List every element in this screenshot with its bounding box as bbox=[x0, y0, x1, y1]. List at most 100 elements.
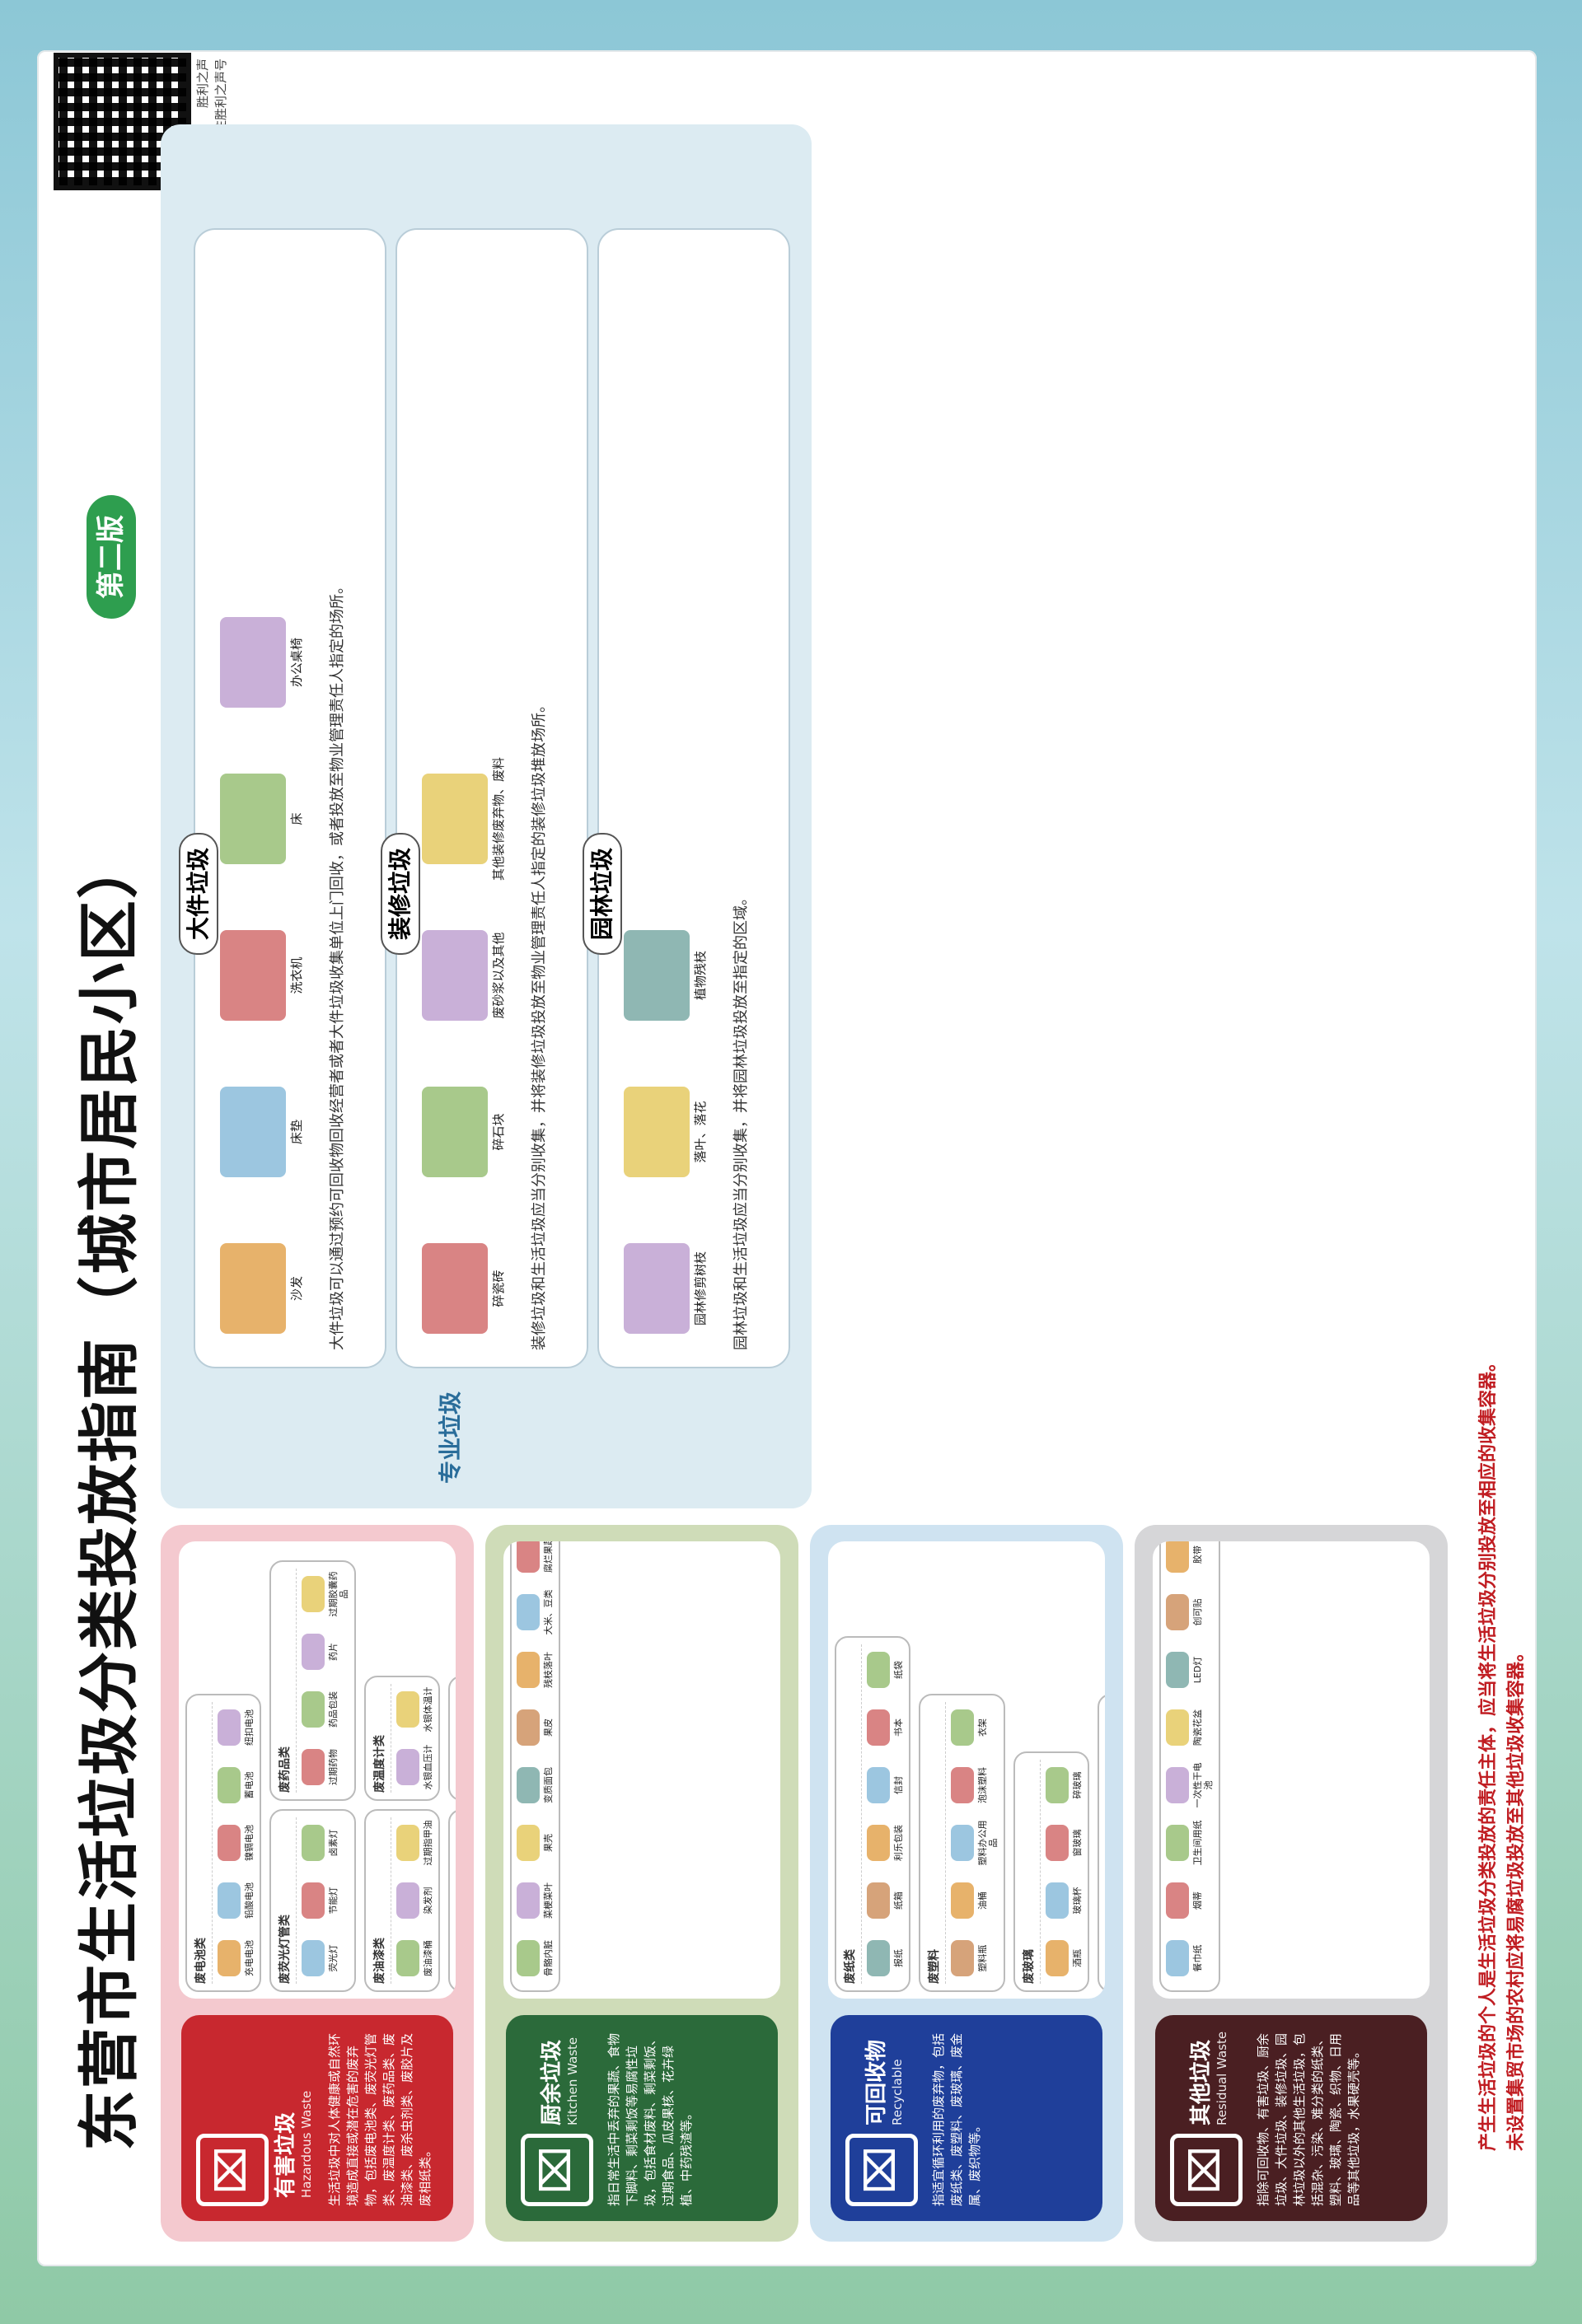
waste-item: 过期指甲油 bbox=[396, 1817, 433, 1868]
waste-item: 菜梗菜叶 bbox=[517, 1875, 554, 1926]
bin-symbol-icon: ⌧ bbox=[1170, 2134, 1243, 2206]
waste-item: 荧光灯 bbox=[302, 1933, 339, 1984]
category-description: 生活垃圾中对人体健康或自然环境造成直接或潜在危害的废弃物，包括废电池类、废荧光灯… bbox=[327, 2032, 433, 2206]
waste-item-image bbox=[951, 1709, 974, 1746]
item-group-title: 废金属 bbox=[1104, 1702, 1105, 1984]
waste-item-label: 纽扣电池 bbox=[244, 1709, 255, 1746]
item-group-title: 废油漆类 bbox=[371, 1817, 391, 1984]
waste-item: LED灯 bbox=[1166, 1644, 1214, 1695]
waste-item: 餐巾纸 bbox=[1166, 1933, 1214, 1984]
special-item-label: 洗衣机 bbox=[289, 956, 304, 994]
waste-item-label: 油桶 bbox=[977, 1891, 988, 1910]
waste-item: 骨骼内脏 bbox=[517, 1933, 554, 1984]
special-item-image bbox=[422, 930, 488, 1021]
waste-item-label: 泡沫塑料 bbox=[977, 1767, 988, 1803]
waste-item-image bbox=[1166, 1767, 1189, 1803]
category-description: 指适宜循环利用的废弃物，包括废纸类、废塑料、废玻璃、废金属、废织物等。 bbox=[931, 2032, 982, 2206]
waste-item: 药品包装 bbox=[302, 1684, 349, 1735]
waste-item-label: 荧光灯 bbox=[328, 1944, 339, 1972]
waste-item: 陶瓷花盆 bbox=[1166, 1702, 1214, 1753]
waste-item-label: 报纸 bbox=[893, 1949, 904, 1967]
waste-item-image bbox=[517, 1541, 540, 1573]
category-items: 废电池类充电电池铅酸电池镍镉电池蓄电池纽扣电池废荧光灯管类荧光灯节能灯卤素灯废药… bbox=[179, 1541, 456, 1999]
special-card-description: 大件垃圾可以通过预约可回收物回收经营者或者大件垃圾收集单位上门回收，或者投放至物… bbox=[329, 579, 346, 1350]
waste-item-label: 腐烂果蔬 bbox=[543, 1541, 554, 1573]
special-item: 床 bbox=[220, 757, 304, 881]
special-item: 落叶、落花 bbox=[624, 1070, 708, 1194]
bin-symbol-icon: ⌧ bbox=[521, 2134, 593, 2206]
special-item-label: 办公桌椅 bbox=[289, 638, 304, 688]
waste-item-image bbox=[396, 1940, 419, 1976]
waste-item-label: 过期胶囊药品 bbox=[328, 1571, 349, 1617]
waste-item-label: 烟蒂 bbox=[1192, 1891, 1203, 1910]
special-item-image bbox=[422, 1243, 488, 1334]
waste-item-image bbox=[951, 1767, 974, 1803]
waste-item: 蓄电池 bbox=[218, 1760, 255, 1811]
waste-item: 果皮 bbox=[517, 1702, 554, 1753]
waste-item-label: 节能灯 bbox=[328, 1887, 339, 1915]
waste-item-image bbox=[396, 1825, 419, 1861]
item-group: 餐巾纸烟蒂卫生间用纸一次性干电池陶瓷花盆LED灯创可贴胶带笔防碎气泡膜眼镜污损纸… bbox=[1159, 1541, 1220, 1992]
waste-item-label: 废油漆桶 bbox=[423, 1940, 433, 1976]
waste-item-label: 药片 bbox=[328, 1643, 339, 1661]
waste-item-image bbox=[517, 1767, 540, 1803]
item-group: 废油漆类废油漆桶 染发剂 过期指甲油 bbox=[364, 1809, 440, 1992]
special-item: 园林修剪树枝 bbox=[624, 1227, 708, 1350]
waste-item-label: 陶瓷花盆 bbox=[1192, 1709, 1203, 1746]
waste-item: 充电电池 bbox=[218, 1933, 255, 1984]
special-item-image bbox=[422, 774, 488, 864]
waste-item: 利乐包装 bbox=[867, 1817, 904, 1868]
special-card-items: 沙发床垫洗衣机床办公桌椅 bbox=[220, 601, 304, 1350]
category-title: 有害垃圾 bbox=[274, 2111, 298, 2198]
waste-item: 酒瓶 bbox=[1046, 1933, 1083, 1984]
waste-item-image bbox=[867, 1882, 890, 1919]
special-item: 办公桌椅 bbox=[220, 601, 304, 724]
waste-item: 过期胶囊药品 bbox=[302, 1569, 349, 1620]
waste-item-image bbox=[302, 1634, 325, 1670]
waste-item-image bbox=[1046, 1882, 1069, 1919]
item-group-title: 废药品类 bbox=[276, 1569, 297, 1793]
waste-item-label: 过期药物 bbox=[328, 1749, 339, 1785]
waste-item-label: 信封 bbox=[893, 1776, 904, 1794]
waste-item-label: 窗玻璃 bbox=[1072, 1829, 1083, 1857]
waste-item: 烟蒂 bbox=[1166, 1875, 1214, 1926]
waste-item-image bbox=[302, 1825, 325, 1861]
special-item-label: 其他装修废弃物、废料 bbox=[491, 756, 506, 881]
waste-item-label: 水银体温计 bbox=[423, 1686, 433, 1732]
waste-item-label: 书本 bbox=[893, 1718, 904, 1737]
waste-item: 节能灯 bbox=[302, 1875, 339, 1926]
waste-item-label: 菜梗菜叶 bbox=[543, 1882, 554, 1919]
category-title-en: Kitchen Waste bbox=[564, 2036, 580, 2125]
bin-symbol-icon: ⌧ bbox=[845, 2134, 918, 2206]
special-item: 洗衣机 bbox=[220, 914, 304, 1037]
waste-item-image bbox=[218, 1767, 241, 1803]
special-card-items: 园林修剪树枝落叶、落花植物残枝 bbox=[624, 914, 708, 1350]
waste-item-image bbox=[517, 1594, 540, 1630]
item-list: 荧光灯节能灯卤素灯 bbox=[302, 1817, 339, 1984]
item-group-title: 废电池类 bbox=[192, 1702, 213, 1984]
waste-item-label: 染发剂 bbox=[423, 1887, 433, 1915]
special-item: 其他装修废弃物、废料 bbox=[422, 757, 506, 881]
waste-item-image bbox=[1046, 1825, 1069, 1861]
waste-item-image bbox=[517, 1882, 540, 1919]
waste-item-image bbox=[302, 1749, 325, 1785]
item-list: 水银血压计水银体温计 bbox=[396, 1684, 433, 1793]
special-item-label: 床 bbox=[289, 812, 304, 825]
footer-line-1: 产生生活垃圾的个人是生活垃圾分类投放的责任主体，应当将生活垃圾分别投放至相应的收… bbox=[1478, 1353, 1499, 2151]
category-title-en: Residual Waste bbox=[1214, 2031, 1229, 2125]
special-item-image bbox=[624, 1087, 690, 1177]
special-card-title: 园林垃圾 bbox=[583, 832, 622, 955]
special-item-image bbox=[624, 1243, 690, 1334]
waste-item-label: 果壳 bbox=[543, 1834, 554, 1852]
waste-item-label: 一次性干电池 bbox=[1192, 1762, 1214, 1808]
